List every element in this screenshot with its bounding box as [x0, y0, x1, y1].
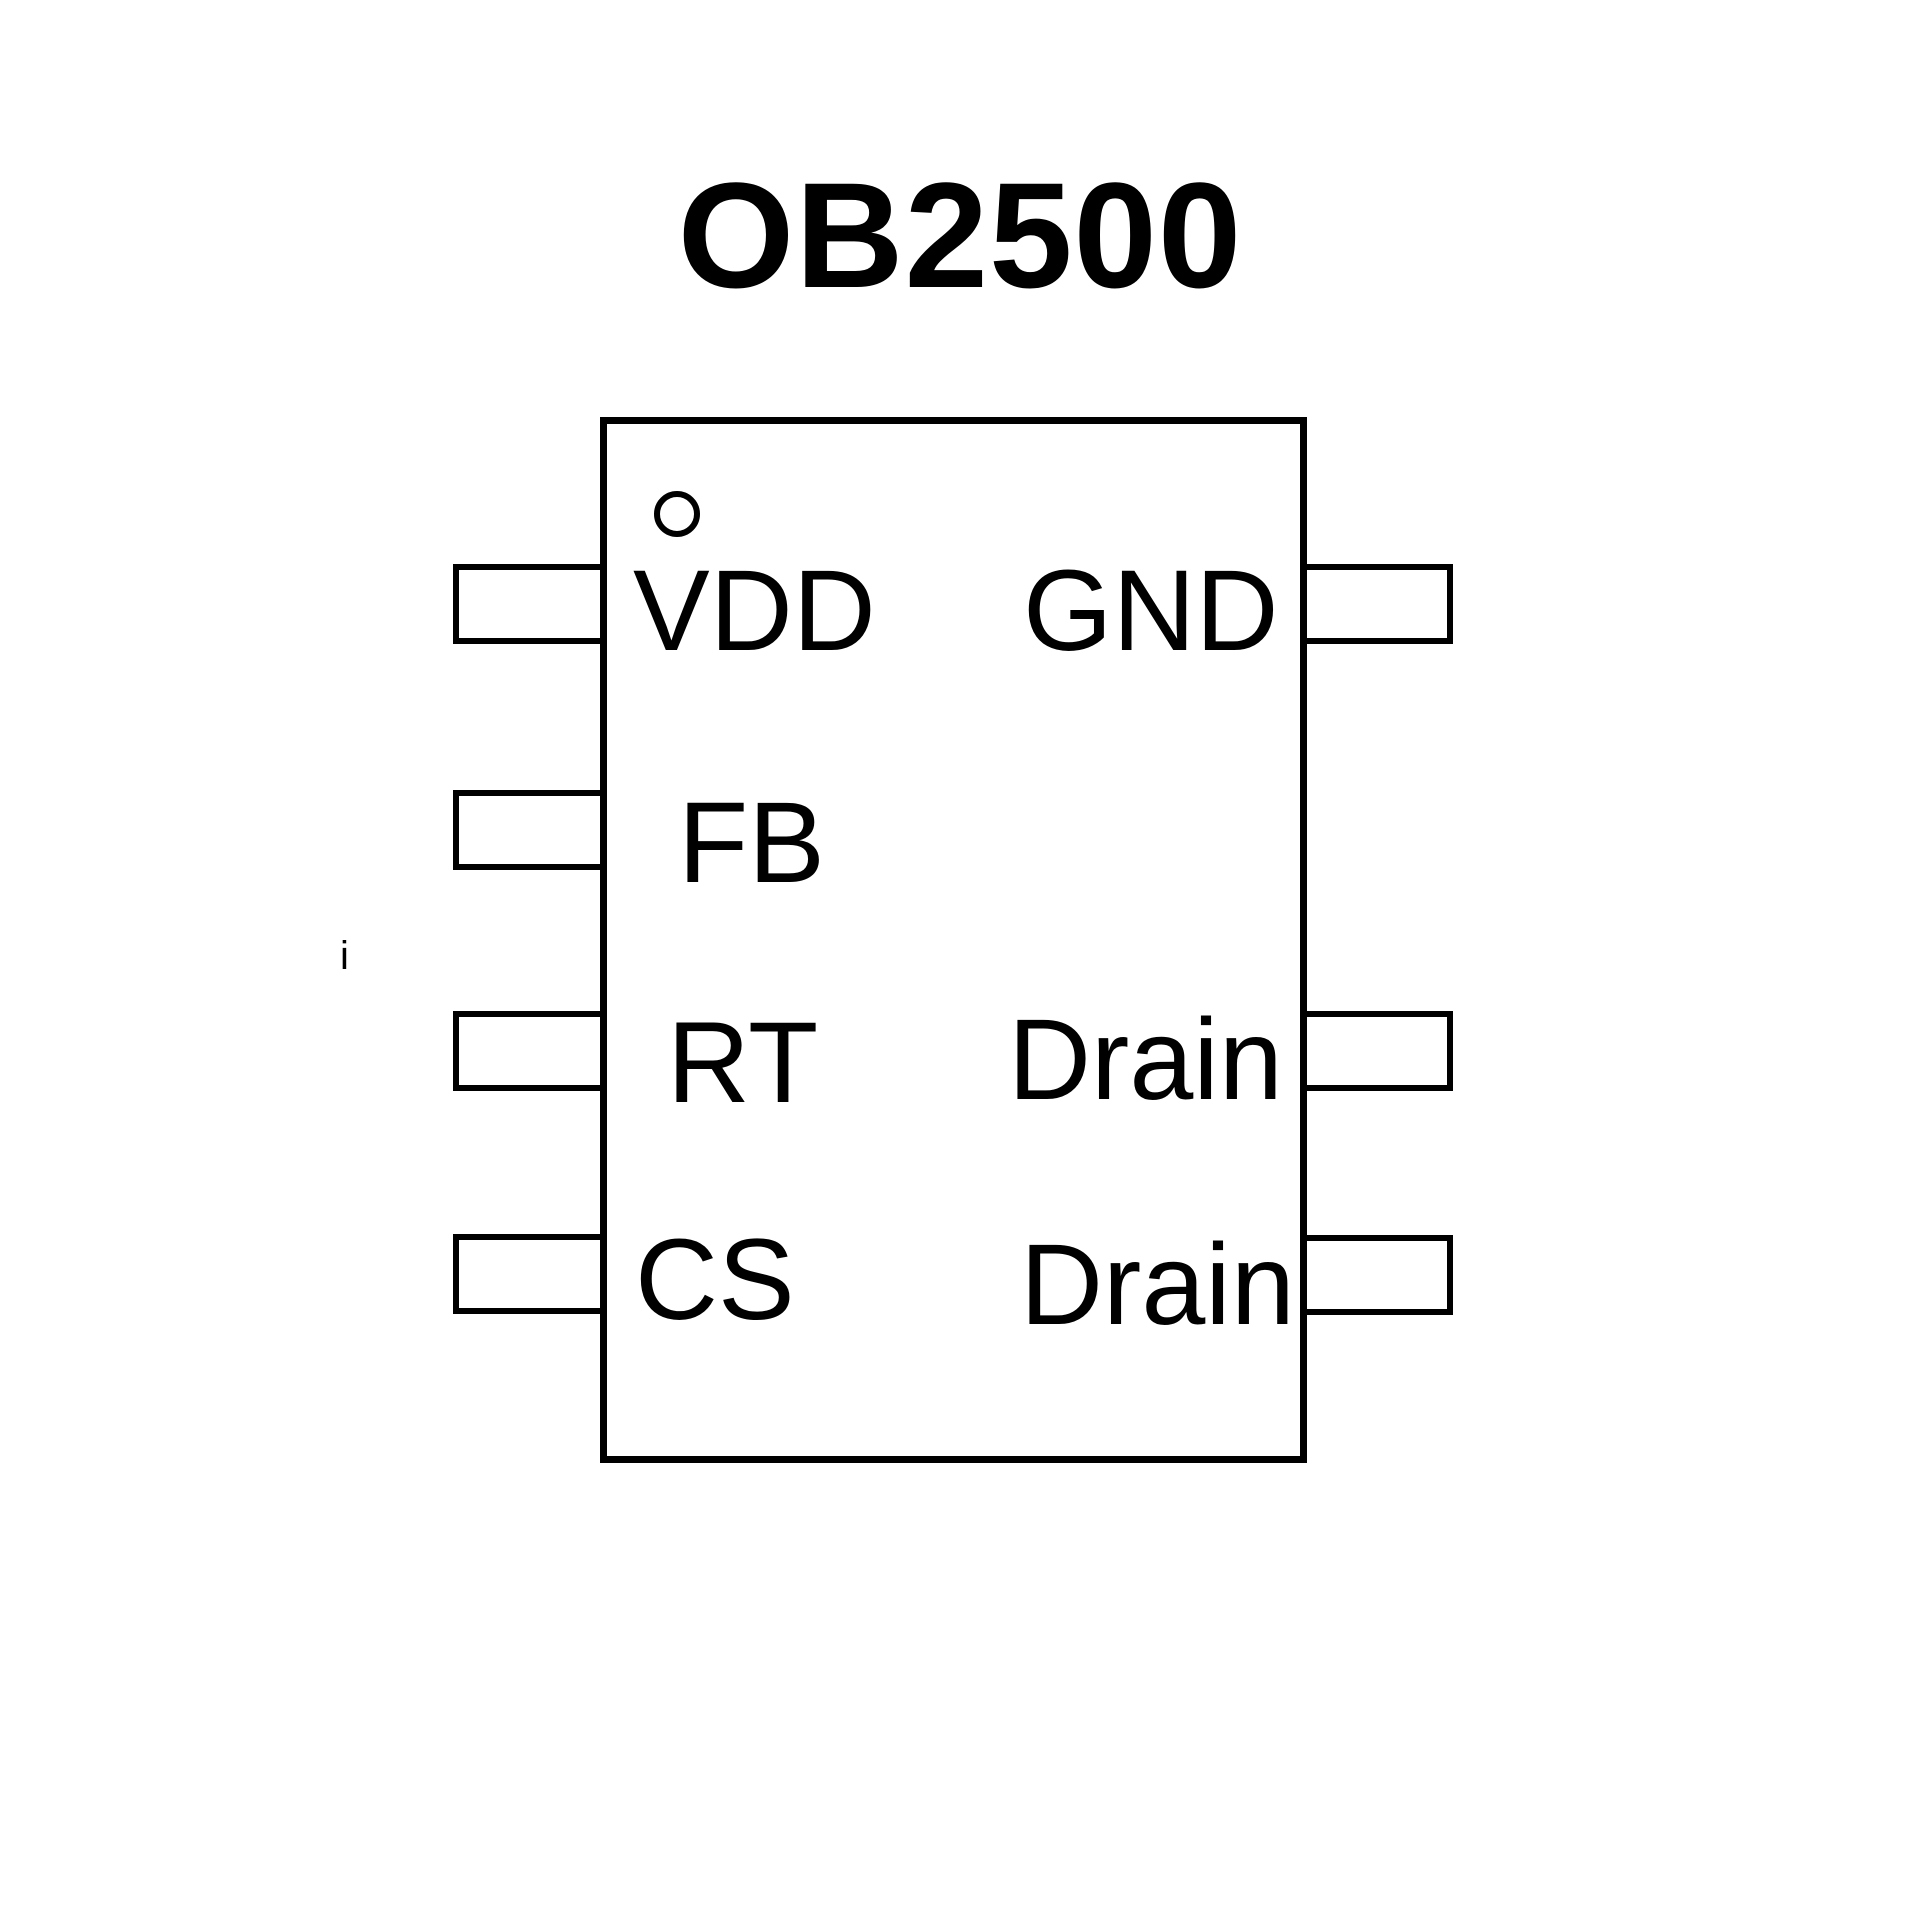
- pin-pad-drain-1: [1300, 1011, 1453, 1091]
- pin-label-rt: RT: [667, 999, 819, 1127]
- stray-i-text: i: [340, 934, 349, 978]
- pin-pad-cs: [453, 1234, 607, 1314]
- pin-label-gnd: GND: [1023, 547, 1279, 675]
- chip-body-outline: [600, 417, 1307, 1463]
- pin-pad-vdd: [453, 564, 607, 644]
- pin-label-drain-2: Drain: [1020, 1221, 1295, 1349]
- pin-pad-rt: [453, 1011, 607, 1091]
- pin-label-fb: FB: [678, 779, 825, 907]
- pin-pad-fb: [453, 790, 607, 870]
- pin-label-drain-1: Drain: [1008, 996, 1283, 1124]
- pin-label-vdd: VDD: [633, 547, 876, 675]
- pin-label-cs: CS: [635, 1216, 795, 1344]
- chip-title: OB2500: [677, 151, 1243, 319]
- pin-pad-gnd: [1300, 564, 1453, 644]
- pin1-indicator-icon: [654, 491, 700, 537]
- pin-pad-drain-2: [1300, 1235, 1453, 1315]
